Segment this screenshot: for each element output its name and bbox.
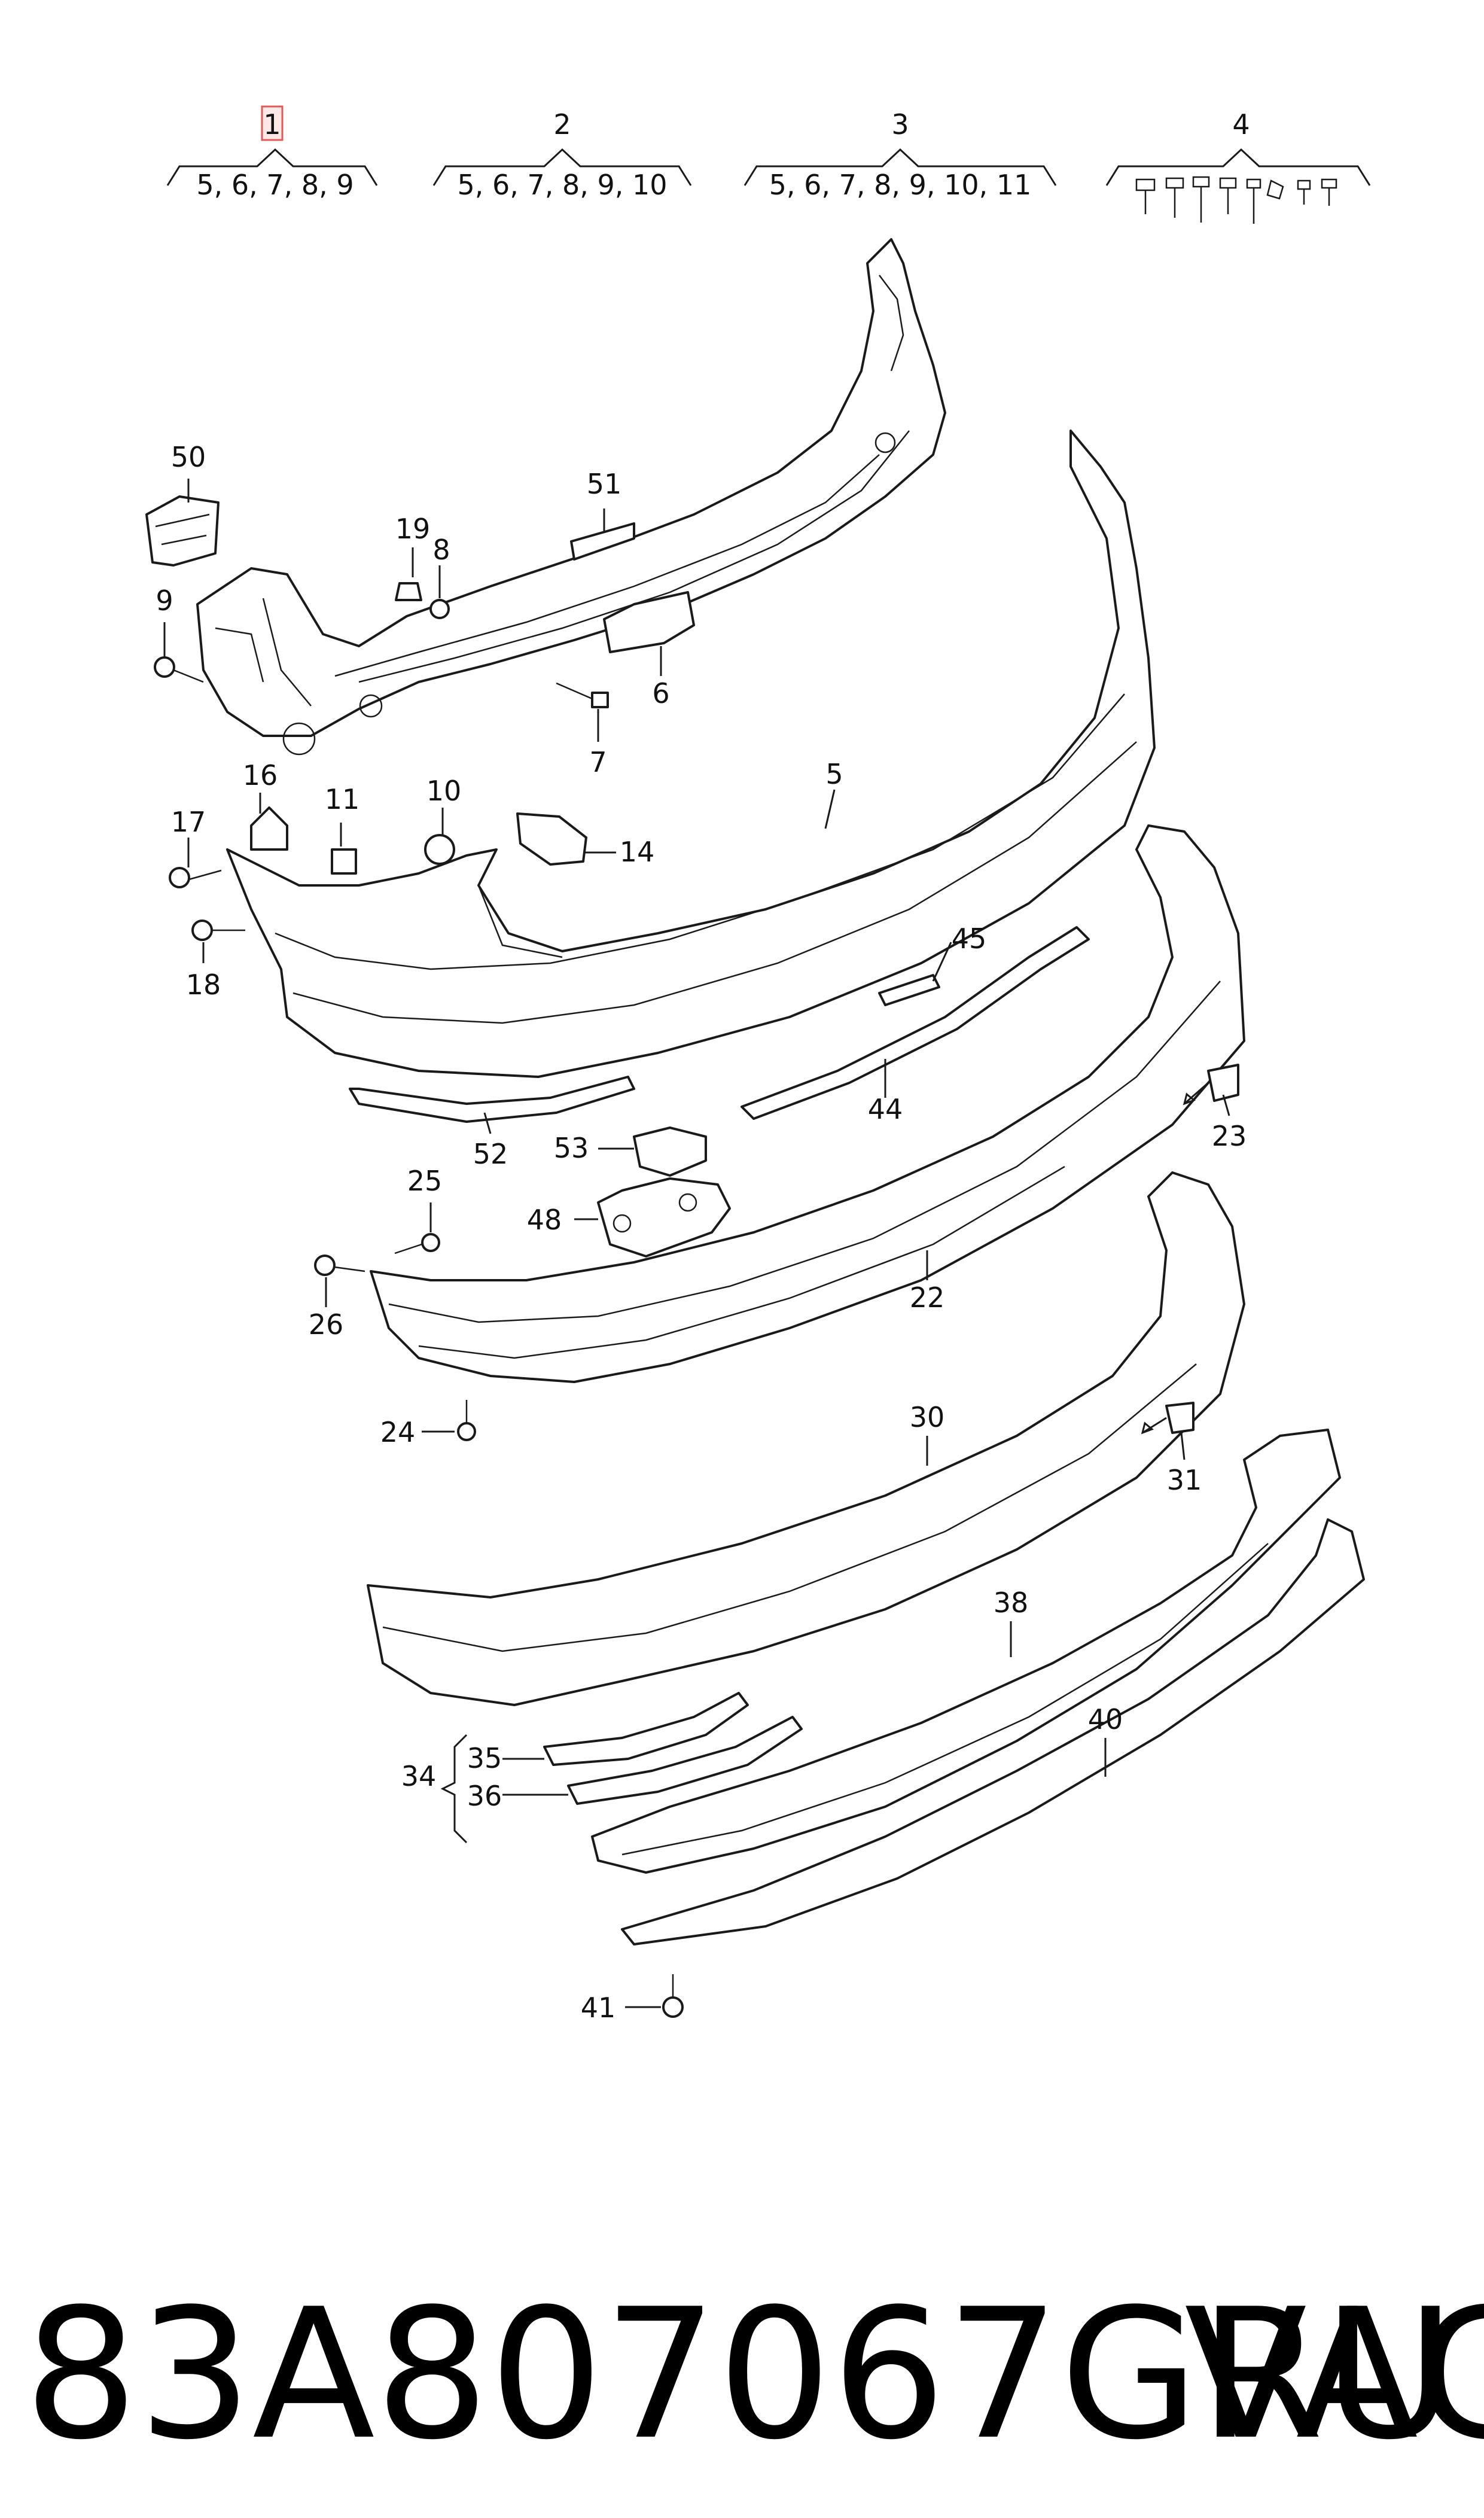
assembly-bracket [432,148,692,186]
leader-lines [163,479,1230,2008]
assembly-group-2: 2 5, 6, 7, 8, 9, 10 [432,108,692,201]
bracket-part-51 [570,522,635,561]
sensor-part-53 [633,1126,707,1177]
callout-6: 6 [652,677,669,710]
bracket-part-50 [145,495,220,567]
trim-strip-44 [741,926,1090,1120]
trim-strip-52 [349,1076,635,1123]
callout-10: 10 [426,775,462,807]
callout-16: 16 [243,759,278,791]
fastener-19-icon [395,582,422,601]
callout-7: 7 [589,746,607,778]
callout-50: 50 [171,441,206,473]
screw-17-icon [169,867,222,888]
lower-bumper-panel-part [370,824,1245,1383]
exhaust-trim-35 [543,1692,749,1766]
bumper-carrier-part [196,238,946,756]
screw-18-icon [191,919,245,941]
callout-45: 45 [952,922,987,955]
lower-trim-40 [621,1518,1365,1945]
callout-36: 36 [467,1780,502,1812]
screw-25-icon [394,1233,440,1255]
assembly-number: 4 [1232,108,1250,141]
callout-11: 11 [325,783,360,815]
callout-17: 17 [171,806,206,838]
callout-26: 26 [309,1308,344,1341]
screw-26-icon [314,1255,365,1276]
fastener-7-icon [556,682,609,708]
callout-38: 38 [994,1587,1029,1619]
bumper-cover-part [226,430,1156,1078]
callout-18: 18 [186,969,221,1001]
assembly-number: 1 [263,108,281,141]
highlight-box [261,105,284,141]
assembly-bracket [1105,148,1371,186]
clip-10-icon [424,834,455,865]
cover-part-14 [516,812,587,866]
part-number-text: 83A807067GRU [24,2270,1455,2479]
callout-44: 44 [868,1093,903,1125]
assembly-number: 3 [891,108,909,141]
clip-16-icon [250,806,288,851]
part-number-footer: 83A807067GRU VAG [24,2261,1484,2489]
assembly-bracket [166,148,378,186]
bracket-part-6 [603,591,695,653]
assembly-bracket [743,148,1057,186]
callout-34: 34 [401,1760,437,1792]
exhaust-trim-36 [567,1716,803,1805]
trim-part-45 [878,974,940,1006]
assembly-includes: 5, 6, 7, 8, 9 [196,169,354,201]
callout-51: 51 [587,468,622,500]
callout-8: 8 [432,534,450,566]
cover-part-23 [1207,1064,1239,1102]
callout-48: 48 [527,1204,562,1236]
callout-23: 23 [1212,1120,1247,1152]
assembly-includes: 5, 6, 7, 8, 9, 10 [457,169,667,201]
assembly-number: 2 [553,108,571,141]
callout-5: 5 [825,758,843,790]
diffuser-part [367,1171,1245,1706]
callout-40: 40 [1088,1703,1123,1735]
fastener-set-icon [1135,176,1337,224]
callout-30: 30 [910,1401,945,1433]
callout-25: 25 [407,1165,443,1197]
fastener-8-icon [429,599,450,619]
screw-24-icon [457,1400,476,1441]
screw-41-icon [662,1974,684,2018]
callout-31: 31 [1167,1464,1202,1496]
callout-53: 53 [554,1132,589,1164]
bracket-part-48 [597,1177,731,1258]
fastener-9-icon [154,656,204,683]
cover-part-31 [1165,1402,1194,1434]
assembly-group-4: 4 [1105,108,1371,224]
assembly-group-1: 1 5, 6, 7, 8, 9 [166,105,378,201]
callout-14: 14 [620,836,655,868]
callout-41: 41 [581,1992,616,2024]
callout-labels: 50 51 19 8 9 6 7 16 11 10 17 14 5 18 45 … [156,441,1247,2024]
clip-11-icon [331,848,357,875]
assembly-includes: 5, 6, 7, 8, 9, 10, 11 [769,169,1032,201]
callout-24: 24 [380,1416,416,1448]
lower-panel-38 [591,1429,1341,1874]
callout-35: 35 [467,1742,502,1774]
callout-19: 19 [395,513,431,545]
brand-text: VAG [1184,2270,1484,2479]
callout-52: 52 [473,1138,508,1170]
assembly-group-3: 3 5, 6, 7, 8, 9, 10, 11 [743,108,1057,201]
callout-22: 22 [910,1281,945,1314]
callout-9: 9 [156,584,173,617]
